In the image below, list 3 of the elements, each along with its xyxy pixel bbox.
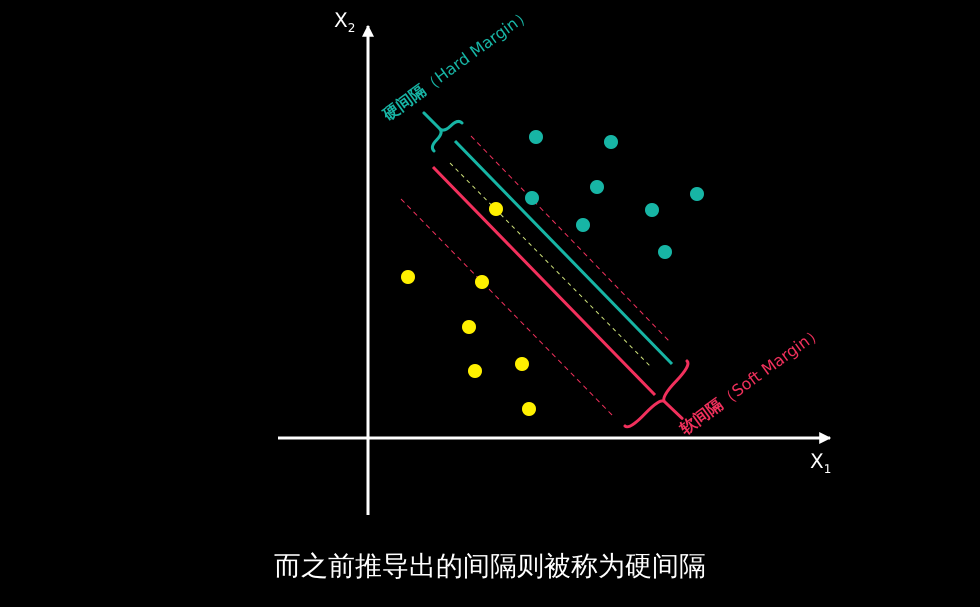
caption: 而之前推导出的间隔则被称为硬间隔 bbox=[274, 550, 706, 584]
axis-label: X$_{2}$ bbox=[334, 8, 356, 36]
axis-label: X$_{1}$ bbox=[810, 449, 832, 476]
